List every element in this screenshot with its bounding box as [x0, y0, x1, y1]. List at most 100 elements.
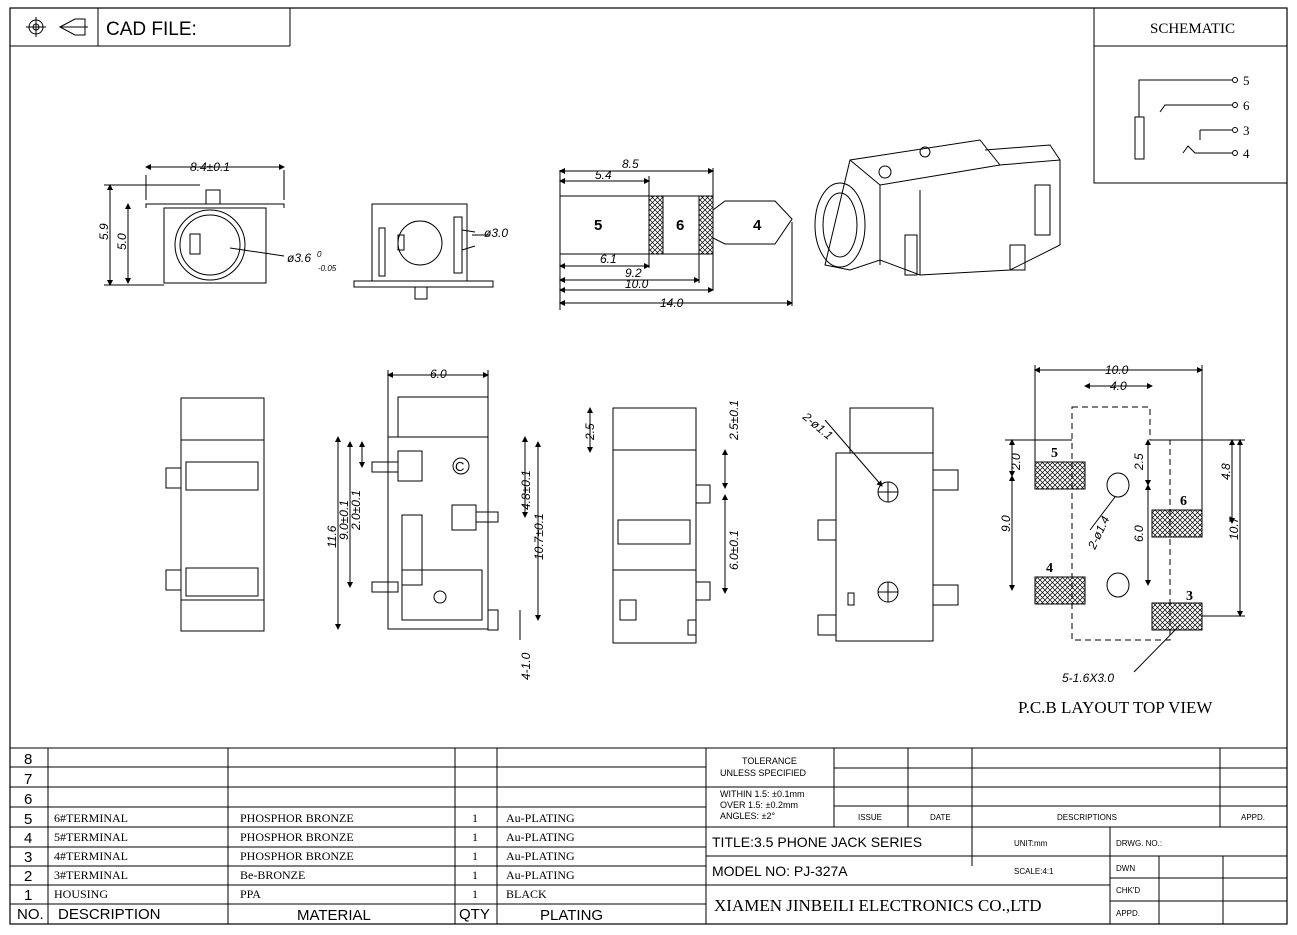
bom-row-6-no: 6 [24, 791, 32, 808]
bom-row-material: Be-BRONZE [240, 868, 305, 882]
bom-row-no: 3 [24, 849, 32, 866]
dim-view2-4-8: 4.8±0.1 [519, 470, 533, 510]
bom-row-8-no: 8 [24, 751, 32, 768]
copyright-mark: C [455, 459, 464, 474]
schematic-box: SCHEMATIC 5 6 3 4 [1093, 7, 1288, 184]
schematic-pin-3: 3 [1243, 123, 1250, 138]
bom-row-qty: 1 [472, 849, 478, 863]
dim-pcb-holes: 2-ø1.4 [1085, 514, 1113, 553]
pcb-layout [1005, 365, 1245, 673]
dim-plug-9-2: 9.2 [625, 266, 642, 280]
drwg-no-label: DRWG. NO.: [1116, 839, 1162, 848]
title-block [706, 748, 1287, 924]
bom-row-plating: Au-PLATING [506, 849, 575, 863]
bom-row-qty: 1 [472, 887, 478, 901]
side-view-small [353, 203, 494, 300]
bom-row-plating: Au-PLATING [506, 868, 575, 882]
bom-header-qty: QTY [459, 906, 490, 923]
header-box: CAD FILE: [10, 8, 291, 47]
dim-pcb-2-5: 2.5 [1132, 453, 1146, 471]
bom-row-no: 4 [24, 830, 32, 847]
unit-label: UNIT:mm [1014, 839, 1048, 848]
bom-row-qty: 1 [472, 811, 478, 825]
dim-front-hole-sub: -0.05 [318, 264, 337, 273]
bom-header-desc: DESCRIPTION [58, 906, 161, 923]
schematic-pin-5: 5 [1243, 73, 1250, 88]
dim-pcb-2-0: 2.0 [1009, 453, 1023, 471]
pcb-pad-3: 3 [1186, 589, 1193, 604]
dim-front-hole-sup: 0 [317, 250, 322, 259]
plug-view [559, 168, 793, 310]
pcb-layout-title: P.C.B LAYOUT TOP VIEW [1018, 698, 1213, 717]
crosshair-icon [26, 17, 46, 37]
bom-row-material: PPA [240, 887, 261, 901]
pcb-pad-6: 6 [1180, 494, 1187, 509]
bom-row-material: PHOSPHOR BRONZE [240, 811, 354, 825]
drawing-title: TITLE:3.5 PHONE JACK SERIES [712, 834, 922, 850]
pcb-pad-4: 4 [1046, 561, 1053, 576]
dim-pcb-4-0: 4.0 [1110, 379, 1127, 393]
elevation-view-1 [165, 397, 265, 632]
projection-icon [58, 18, 88, 36]
dim-front-h2: 5.0 [115, 233, 129, 250]
dim-pcb-pads: 5-1.6X3.0 [1062, 671, 1114, 685]
bom-row-desc: 4#TERMINAL [54, 849, 128, 863]
elevation-view-4 [817, 407, 959, 642]
company-name: XIAMEN JINBEILI ELECTRONICS CO.,LTD [714, 896, 1042, 915]
front-view [104, 164, 285, 286]
bom-row-material: PHOSPHOR BRONZE [240, 849, 354, 863]
dim-plug-8-5: 8.5 [622, 157, 639, 171]
bom-row-material: PHOSPHOR BRONZE [240, 830, 354, 844]
bom-row-qty: 1 [472, 830, 478, 844]
bom-header-no: NO. [17, 906, 44, 923]
appd-2-label: APPD. [1116, 909, 1140, 918]
dwn-label: DWN [1116, 864, 1135, 873]
issue-label: ISSUE [858, 813, 882, 822]
bom-row-plating: Au-PLATING [506, 811, 575, 825]
schematic-pin-4: 4 [1243, 146, 1250, 161]
bom-row-desc: 5#TERMINAL [54, 830, 128, 844]
bom-header-plating: PLATING [540, 907, 603, 924]
dim-pcb-9-0: 9.0 [999, 515, 1013, 532]
elevation-view-3 [587, 407, 728, 644]
tolerance-line-1: TOLERANCE [742, 756, 797, 766]
plug-segment-4: 4 [753, 217, 762, 234]
tolerance-within: WITHIN 1.5: ±0.1mm [720, 789, 804, 799]
tolerance-angles: ANGLES: ±2° [720, 811, 775, 821]
date-label: DATE [930, 813, 951, 822]
schematic-label: SCHEMATIC [1150, 21, 1235, 37]
dim-pcb-10-7: 10.7 [1227, 515, 1241, 540]
descriptions-label: DESCRIPTIONS [1057, 813, 1117, 822]
dim-view2-6-0: 6.0 [430, 367, 447, 381]
tolerance-over: OVER 1.5: ±0.2mm [720, 800, 798, 810]
dim-side-pin: ø3.0 [484, 226, 508, 240]
bom-table [10, 747, 1287, 924]
chkd-label: CHK'D [1116, 886, 1140, 895]
bom-row-desc: HOUSING [54, 887, 108, 901]
dim-view3-6-0-tol: 6.0±0.1 [727, 530, 741, 570]
dim-plug-5-4: 5.4 [595, 168, 612, 182]
schematic-symbol [1134, 77, 1238, 160]
bom-row-no: 1 [24, 887, 32, 904]
model-number: MODEL NO: PJ-327A [712, 863, 848, 879]
bom-row-plating: Au-PLATING [506, 830, 575, 844]
dim-front-width: 8.4±0.1 [190, 160, 230, 174]
sheet-border [9, 7, 1288, 925]
bom-row-desc: 6#TERMINAL [54, 811, 128, 825]
dim-view3-2-5: 2.5 [583, 423, 597, 441]
tolerance-line-2: UNLESS SPECIFIED [720, 768, 807, 778]
bom-row-no: 2 [24, 868, 32, 885]
bom-row-qty: 1 [472, 868, 478, 882]
dim-view2-2-0: 2.0±0.1 [349, 490, 363, 531]
dim-view2-11-6: 11.6 [325, 525, 339, 548]
dim-pcb-4-8: 4.8 [1219, 463, 1233, 480]
dim-view2-10-7: 10.7±0.1 [532, 513, 546, 560]
cad-file-label: CAD FILE: [106, 19, 197, 40]
isometric-view [814, 139, 1061, 276]
bom-row-desc: 3#TERMINAL [54, 868, 128, 882]
dim-plug-6-1: 6.1 [600, 252, 617, 266]
dim-view2-9-0: 9.0±0.1 [337, 500, 351, 540]
bom-row-plating: BLACK [506, 887, 547, 901]
schematic-pin-6: 6 [1243, 98, 1250, 113]
